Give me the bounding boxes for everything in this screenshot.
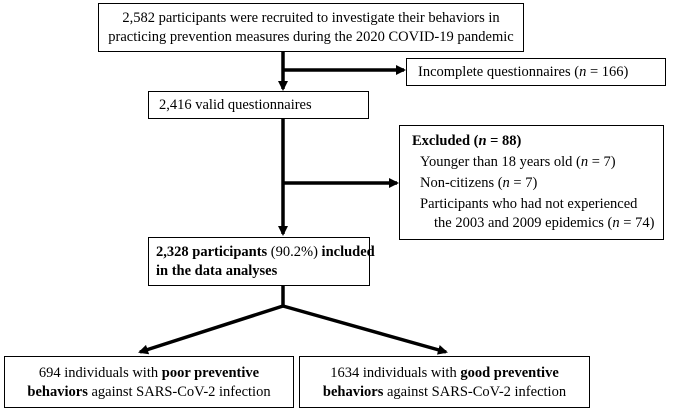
excluded-item-epidemics: Participants who had not experienced bbox=[420, 196, 638, 212]
good-behaviors-box: 1634 individuals with good preventive be… bbox=[299, 356, 590, 408]
excluded-box: Excluded (n = 88) Younger than 18 years … bbox=[399, 125, 664, 240]
incomplete-box: Incomplete questionnaires (n = 166) bbox=[406, 58, 666, 86]
recruited-line1: 2,582 participants were recruited to inv… bbox=[122, 10, 500, 26]
included-box: 2,328 participants (90.2%) included in t… bbox=[148, 237, 375, 286]
excluded-item-noncitizen: Non-citizens (n = 7) bbox=[420, 175, 538, 191]
good-line1: 1634 individuals with good preventive bbox=[330, 365, 559, 381]
connector-to-good bbox=[282, 304, 448, 355]
excluded-title: Excluded (n = 88) bbox=[412, 133, 522, 149]
incomplete-label: Incomplete questionnaires (n = 166) bbox=[418, 64, 629, 80]
poor-line1: 694 individuals with poor preventive bbox=[38, 365, 260, 381]
recruited-box: 2,582 participants were recruited to inv… bbox=[98, 3, 524, 52]
poor-line2: behaviors against SARS-CoV-2 infection bbox=[27, 384, 271, 400]
good-line2: behaviors against SARS-CoV-2 infection bbox=[322, 384, 567, 400]
recruited-line2: practicing prevention measures during th… bbox=[108, 29, 514, 45]
included-line1: 2,328 participants (90.2%) included bbox=[156, 244, 375, 260]
poor-behaviors-box: 694 individuals with poor preventive beh… bbox=[4, 356, 294, 408]
valid-label: 2,416 valid questionnaires bbox=[159, 97, 312, 113]
connector-to-poor bbox=[138, 304, 284, 355]
excluded-item-epidemics-cont: the 2003 and 2009 epidemics (n = 74) bbox=[434, 215, 655, 231]
valid-box: 2,416 valid questionnaires bbox=[148, 91, 369, 119]
excluded-item-age: Younger than 18 years old (n = 7) bbox=[420, 154, 616, 170]
included-line2: in the data analyses bbox=[156, 263, 278, 279]
